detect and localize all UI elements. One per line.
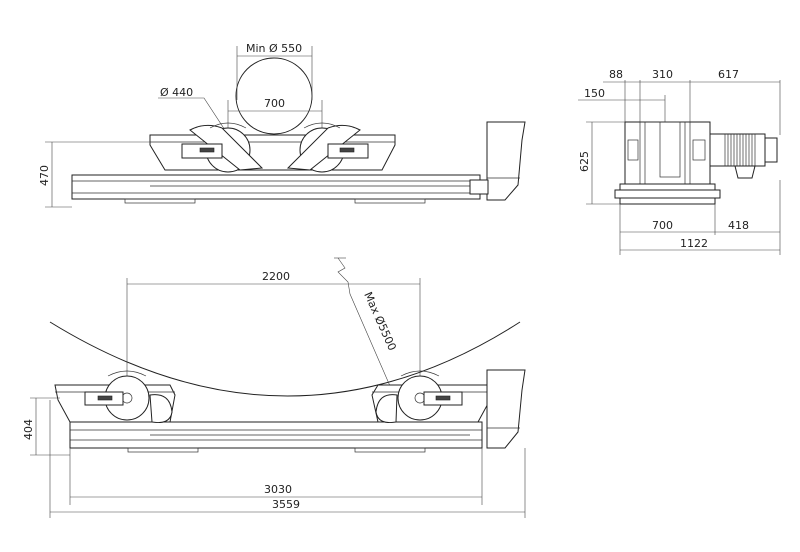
dim-2200: 2200 — [262, 270, 290, 283]
workpiece-max-arc — [49, 321, 521, 397]
side-motor — [709, 133, 766, 167]
workpiece-min-circle — [235, 57, 313, 135]
dim-700-side: 700 — [652, 219, 673, 232]
bottom-view: 2200 Max Ø5500 4 — [22, 257, 526, 518]
dim-150: 150 — [584, 87, 605, 100]
dim-height-404: 404 — [22, 419, 35, 440]
side-frame — [624, 121, 711, 185]
dim-88: 88 — [609, 68, 623, 81]
base-frame — [71, 174, 481, 200]
side-view: 88 310 617 150 6 — [578, 68, 781, 255]
dim-height-625: 625 — [578, 151, 591, 172]
dim-wheel-diameter: Ø 440 — [160, 86, 193, 99]
drive-motor-box — [486, 121, 526, 201]
dim-3030: 3030 — [264, 483, 292, 496]
bottom-motor-box — [486, 369, 526, 449]
dim-3559: 3559 — [272, 498, 300, 511]
dim-1122: 1122 — [680, 237, 708, 250]
dim-wheel-spacing: 700 — [264, 97, 285, 110]
dim-617: 617 — [718, 68, 739, 81]
dim-min-diameter: Min Ø 550 — [246, 42, 302, 55]
dim-height-470: 470 — [38, 165, 51, 186]
dim-418: 418 — [728, 219, 749, 232]
dim-max-diameter: Max Ø5500 — [361, 290, 398, 353]
dim-310: 310 — [652, 68, 673, 81]
top-view: Min Ø 550 700 Ø 440 — [38, 42, 526, 208]
